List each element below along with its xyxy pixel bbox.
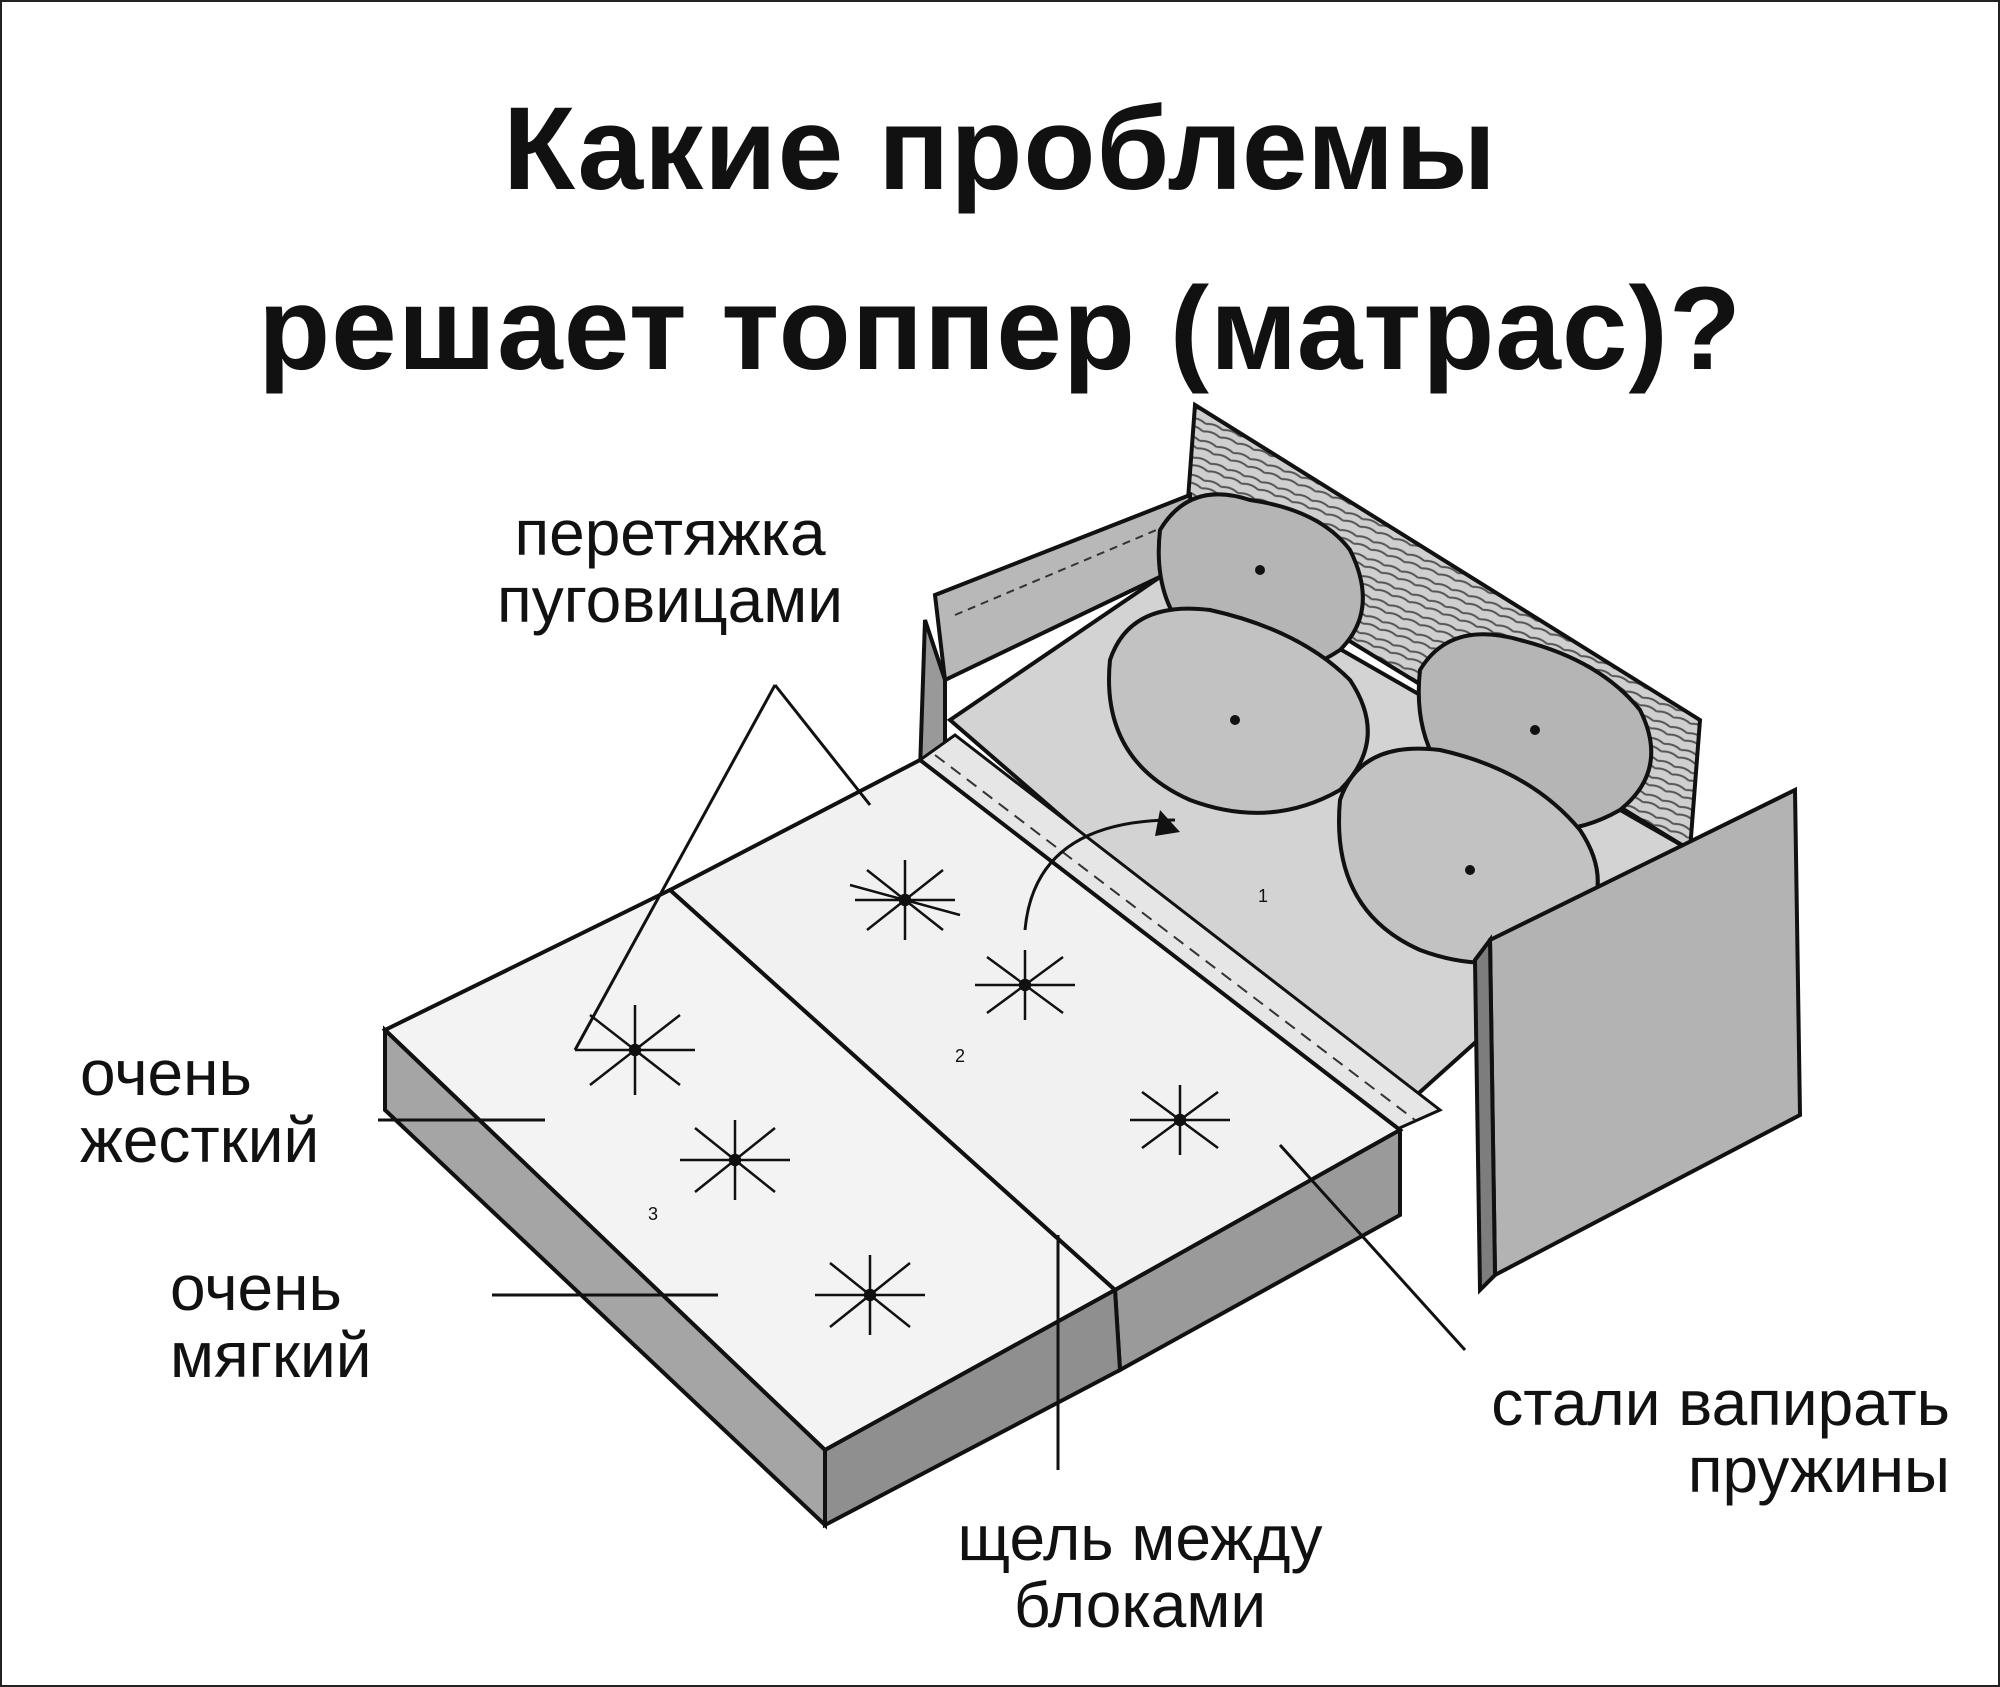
right-armrest	[1472, 786, 1803, 1295]
label-very-hard-line-2: жесткий	[80, 1104, 320, 1177]
leader-buttons-b	[773, 684, 872, 806]
label-very-hard: очень жесткий	[80, 1037, 320, 1177]
label-springs-line-2: пружины	[1687, 1434, 1950, 1507]
label-button-tufting: перетяжка пуговицами	[440, 497, 900, 637]
leader-springs	[1278, 1143, 1467, 1352]
label-gap-line-1: щель между	[957, 1502, 1323, 1574]
cushions	[1107, 492, 1654, 965]
label-very-soft-line-2: мягкий	[170, 1319, 372, 1392]
block-number-1: 1	[1258, 886, 1268, 906]
mattress-block-2	[666, 757, 1404, 1374]
block-number-2: 2	[955, 1046, 965, 1066]
label-very-hard-line-1: очень	[80, 1037, 252, 1109]
callout-lines	[378, 684, 1467, 1470]
fold-arrow	[1023, 818, 1176, 931]
title-line-2: решает топпер (матрас)?	[258, 263, 1742, 395]
label-springs-line-1: стали вапирать	[1491, 1367, 1950, 1439]
label-gap: щель между блоками	[880, 1502, 1400, 1642]
label-gap-line-2: блоками	[1013, 1569, 1267, 1642]
label-very-soft-line-1: очень	[170, 1252, 342, 1324]
fold-arrow-head	[1155, 810, 1180, 836]
label-springs: стали вапирать пружины	[1380, 1367, 1950, 1507]
label-button-tufting-line-2: пуговицами	[497, 564, 843, 637]
block-number-3: 3	[648, 1204, 658, 1224]
title-line-1: Какие проблемы	[502, 83, 1497, 215]
label-button-tufting-line-1: перетяжка	[514, 497, 826, 569]
mattress-block-3	[381, 887, 1123, 1530]
leader-buttons-a	[573, 684, 777, 1051]
label-very-soft: очень мягкий	[170, 1252, 372, 1392]
button-tufts	[575, 860, 1230, 1335]
